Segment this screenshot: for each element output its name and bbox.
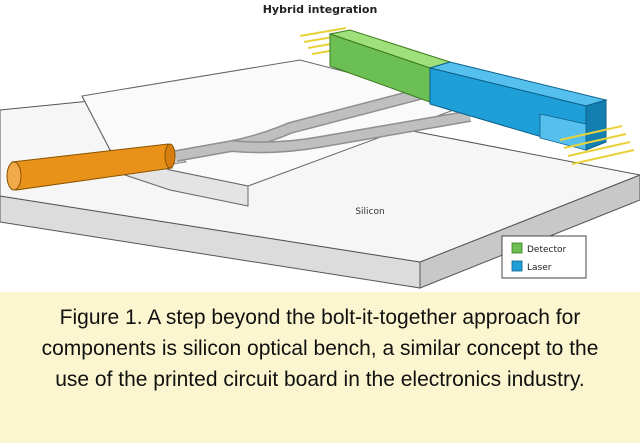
waveguide: [174, 88, 472, 162]
diagram-title: Hybrid integration: [263, 3, 378, 16]
legend-label-laser: Laser: [527, 263, 552, 273]
legend-swatch-detector: [511, 242, 523, 254]
hybrid-integration-diagram: Hybrid integration: [0, 3, 640, 289]
legend-label-detector: Detector: [527, 245, 567, 255]
substrate-label: Silicon: [355, 207, 384, 217]
laser-chip: [428, 61, 608, 151]
figure-caption-box: Figure 1. A step beyond the bolt-it-toge…: [0, 292, 640, 443]
optical-fiber: [6, 143, 176, 191]
laser-leads: [559, 125, 635, 165]
figure-caption: Figure 1. A step beyond the bolt-it-toge…: [41, 306, 599, 391]
legend: Detector Laser: [501, 235, 587, 279]
legend-swatch-laser: [511, 260, 523, 272]
